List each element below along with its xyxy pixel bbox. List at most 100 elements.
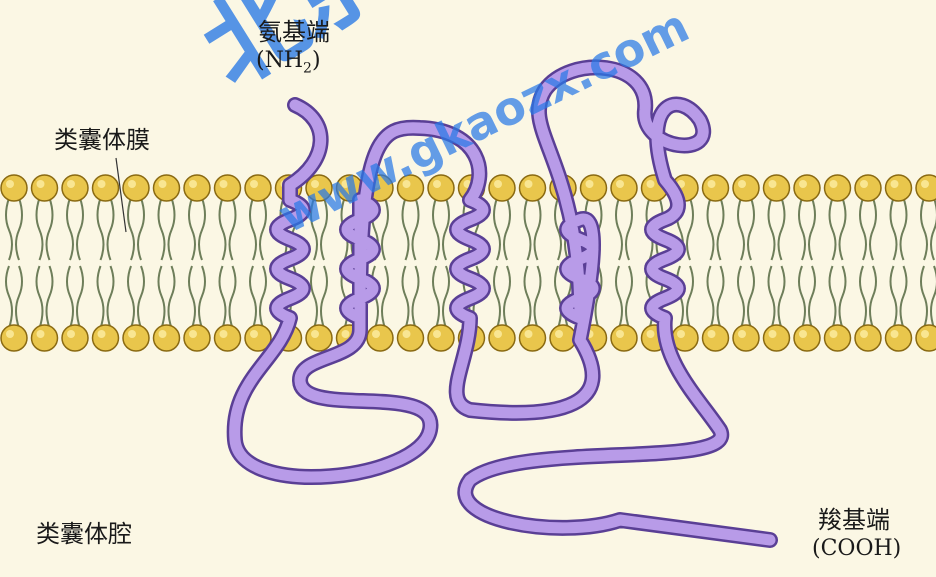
lipid-head-highlight — [6, 330, 14, 338]
lipid-head — [611, 325, 637, 351]
lipid-head — [764, 175, 790, 201]
c-terminus-formula: (COOH) — [812, 536, 901, 561]
lipid-head — [398, 325, 424, 351]
lipid-head-highlight — [433, 330, 441, 338]
lipid-head-highlight — [616, 330, 624, 338]
lipid-head-highlight — [525, 180, 533, 188]
lipid-head-highlight — [799, 330, 807, 338]
lipid-head-highlight — [494, 180, 502, 188]
lipid-head — [428, 325, 454, 351]
lipid-head-highlight — [921, 180, 929, 188]
lipid-head-highlight — [250, 330, 258, 338]
lipid-head — [215, 325, 241, 351]
lipid-head-highlight — [830, 330, 838, 338]
lipid-head — [550, 325, 576, 351]
lipid-head — [520, 175, 546, 201]
thylakoid-lumen-label: 类囊体腔 — [36, 514, 132, 549]
lipid-head-highlight — [708, 330, 716, 338]
lipid-head-highlight — [433, 180, 441, 188]
lipid-head — [794, 175, 820, 201]
lipid-head-highlight — [37, 330, 45, 338]
n-terminus-formula-subscript: 2 — [303, 60, 312, 76]
lipid-head — [733, 175, 759, 201]
n-terminus-formula: (NH2) — [256, 48, 321, 76]
lipid-head-highlight — [891, 180, 899, 188]
lipid-head — [855, 175, 881, 201]
lipid-head-highlight — [494, 330, 502, 338]
lipid-head — [611, 175, 637, 201]
c-terminus-label: 羧基端 — [818, 500, 890, 535]
lipid-head — [428, 175, 454, 201]
lipid-head — [215, 175, 241, 201]
lipid-head — [32, 325, 58, 351]
lipid-head-highlight — [738, 180, 746, 188]
lipid-head-highlight — [67, 180, 75, 188]
n-terminus-formula-text: (NH — [256, 48, 303, 73]
lipid-head — [733, 325, 759, 351]
lipid-head-highlight — [220, 330, 228, 338]
lipid-head — [184, 175, 210, 201]
lipid-head — [825, 175, 851, 201]
lipid-head-highlight — [555, 330, 563, 338]
lipid-head-highlight — [525, 330, 533, 338]
lipid-head-highlight — [860, 180, 868, 188]
lipid-head — [306, 325, 332, 351]
lipid-head — [764, 325, 790, 351]
lipid-head — [855, 325, 881, 351]
lipid-head — [62, 325, 88, 351]
n-terminus-label: 氨基端 — [258, 12, 330, 47]
lipid-head — [123, 175, 149, 201]
lipid-head-highlight — [769, 180, 777, 188]
lipid-head-highlight — [616, 180, 624, 188]
lipid-head — [154, 175, 180, 201]
lipid-head-highlight — [647, 330, 655, 338]
lipid-head-highlight — [37, 180, 45, 188]
lipid-head-highlight — [311, 330, 319, 338]
lipid-head-highlight — [799, 180, 807, 188]
lipid-head-highlight — [220, 180, 228, 188]
lipid-head-highlight — [738, 330, 746, 338]
lipid-head — [825, 325, 851, 351]
lipid-head — [184, 325, 210, 351]
lipid-head — [520, 325, 546, 351]
lipid-head-highlight — [189, 180, 197, 188]
lipid-head-highlight — [98, 330, 106, 338]
lipid-head — [489, 175, 515, 201]
lipid-head-highlight — [6, 180, 14, 188]
lipid-head — [581, 175, 607, 201]
lipid-head-highlight — [342, 330, 350, 338]
lipid-head — [1, 325, 27, 351]
lipid-head-highlight — [98, 180, 106, 188]
lipid-head — [93, 175, 119, 201]
thylakoid-membrane-label: 类囊体膜 — [54, 120, 150, 155]
lipid-head-highlight — [128, 330, 136, 338]
lipid-head — [916, 175, 936, 201]
lipid-head-highlight — [830, 180, 838, 188]
lipid-head — [489, 325, 515, 351]
lipid-head-highlight — [921, 330, 929, 338]
lipid-head-highlight — [860, 330, 868, 338]
lipid-head-highlight — [586, 180, 594, 188]
lipid-head-highlight — [403, 330, 411, 338]
lipid-head — [62, 175, 88, 201]
lipid-head-highlight — [159, 330, 167, 338]
lipid-head-highlight — [647, 180, 655, 188]
lipid-head — [794, 325, 820, 351]
lipid-head — [32, 175, 58, 201]
lipid-head — [886, 325, 912, 351]
lipid-head-highlight — [769, 330, 777, 338]
lipid-head — [703, 175, 729, 201]
lipid-head — [1, 175, 27, 201]
n-terminus-formula-close: ) — [312, 48, 321, 73]
lipid-head-highlight — [891, 330, 899, 338]
lipid-head — [93, 325, 119, 351]
lipid-head-highlight — [677, 330, 685, 338]
lipid-head — [123, 325, 149, 351]
lipid-head — [703, 325, 729, 351]
lipid-head-highlight — [67, 330, 75, 338]
lipid-head-highlight — [250, 180, 258, 188]
lipid-head — [154, 325, 180, 351]
lipid-head — [367, 325, 393, 351]
